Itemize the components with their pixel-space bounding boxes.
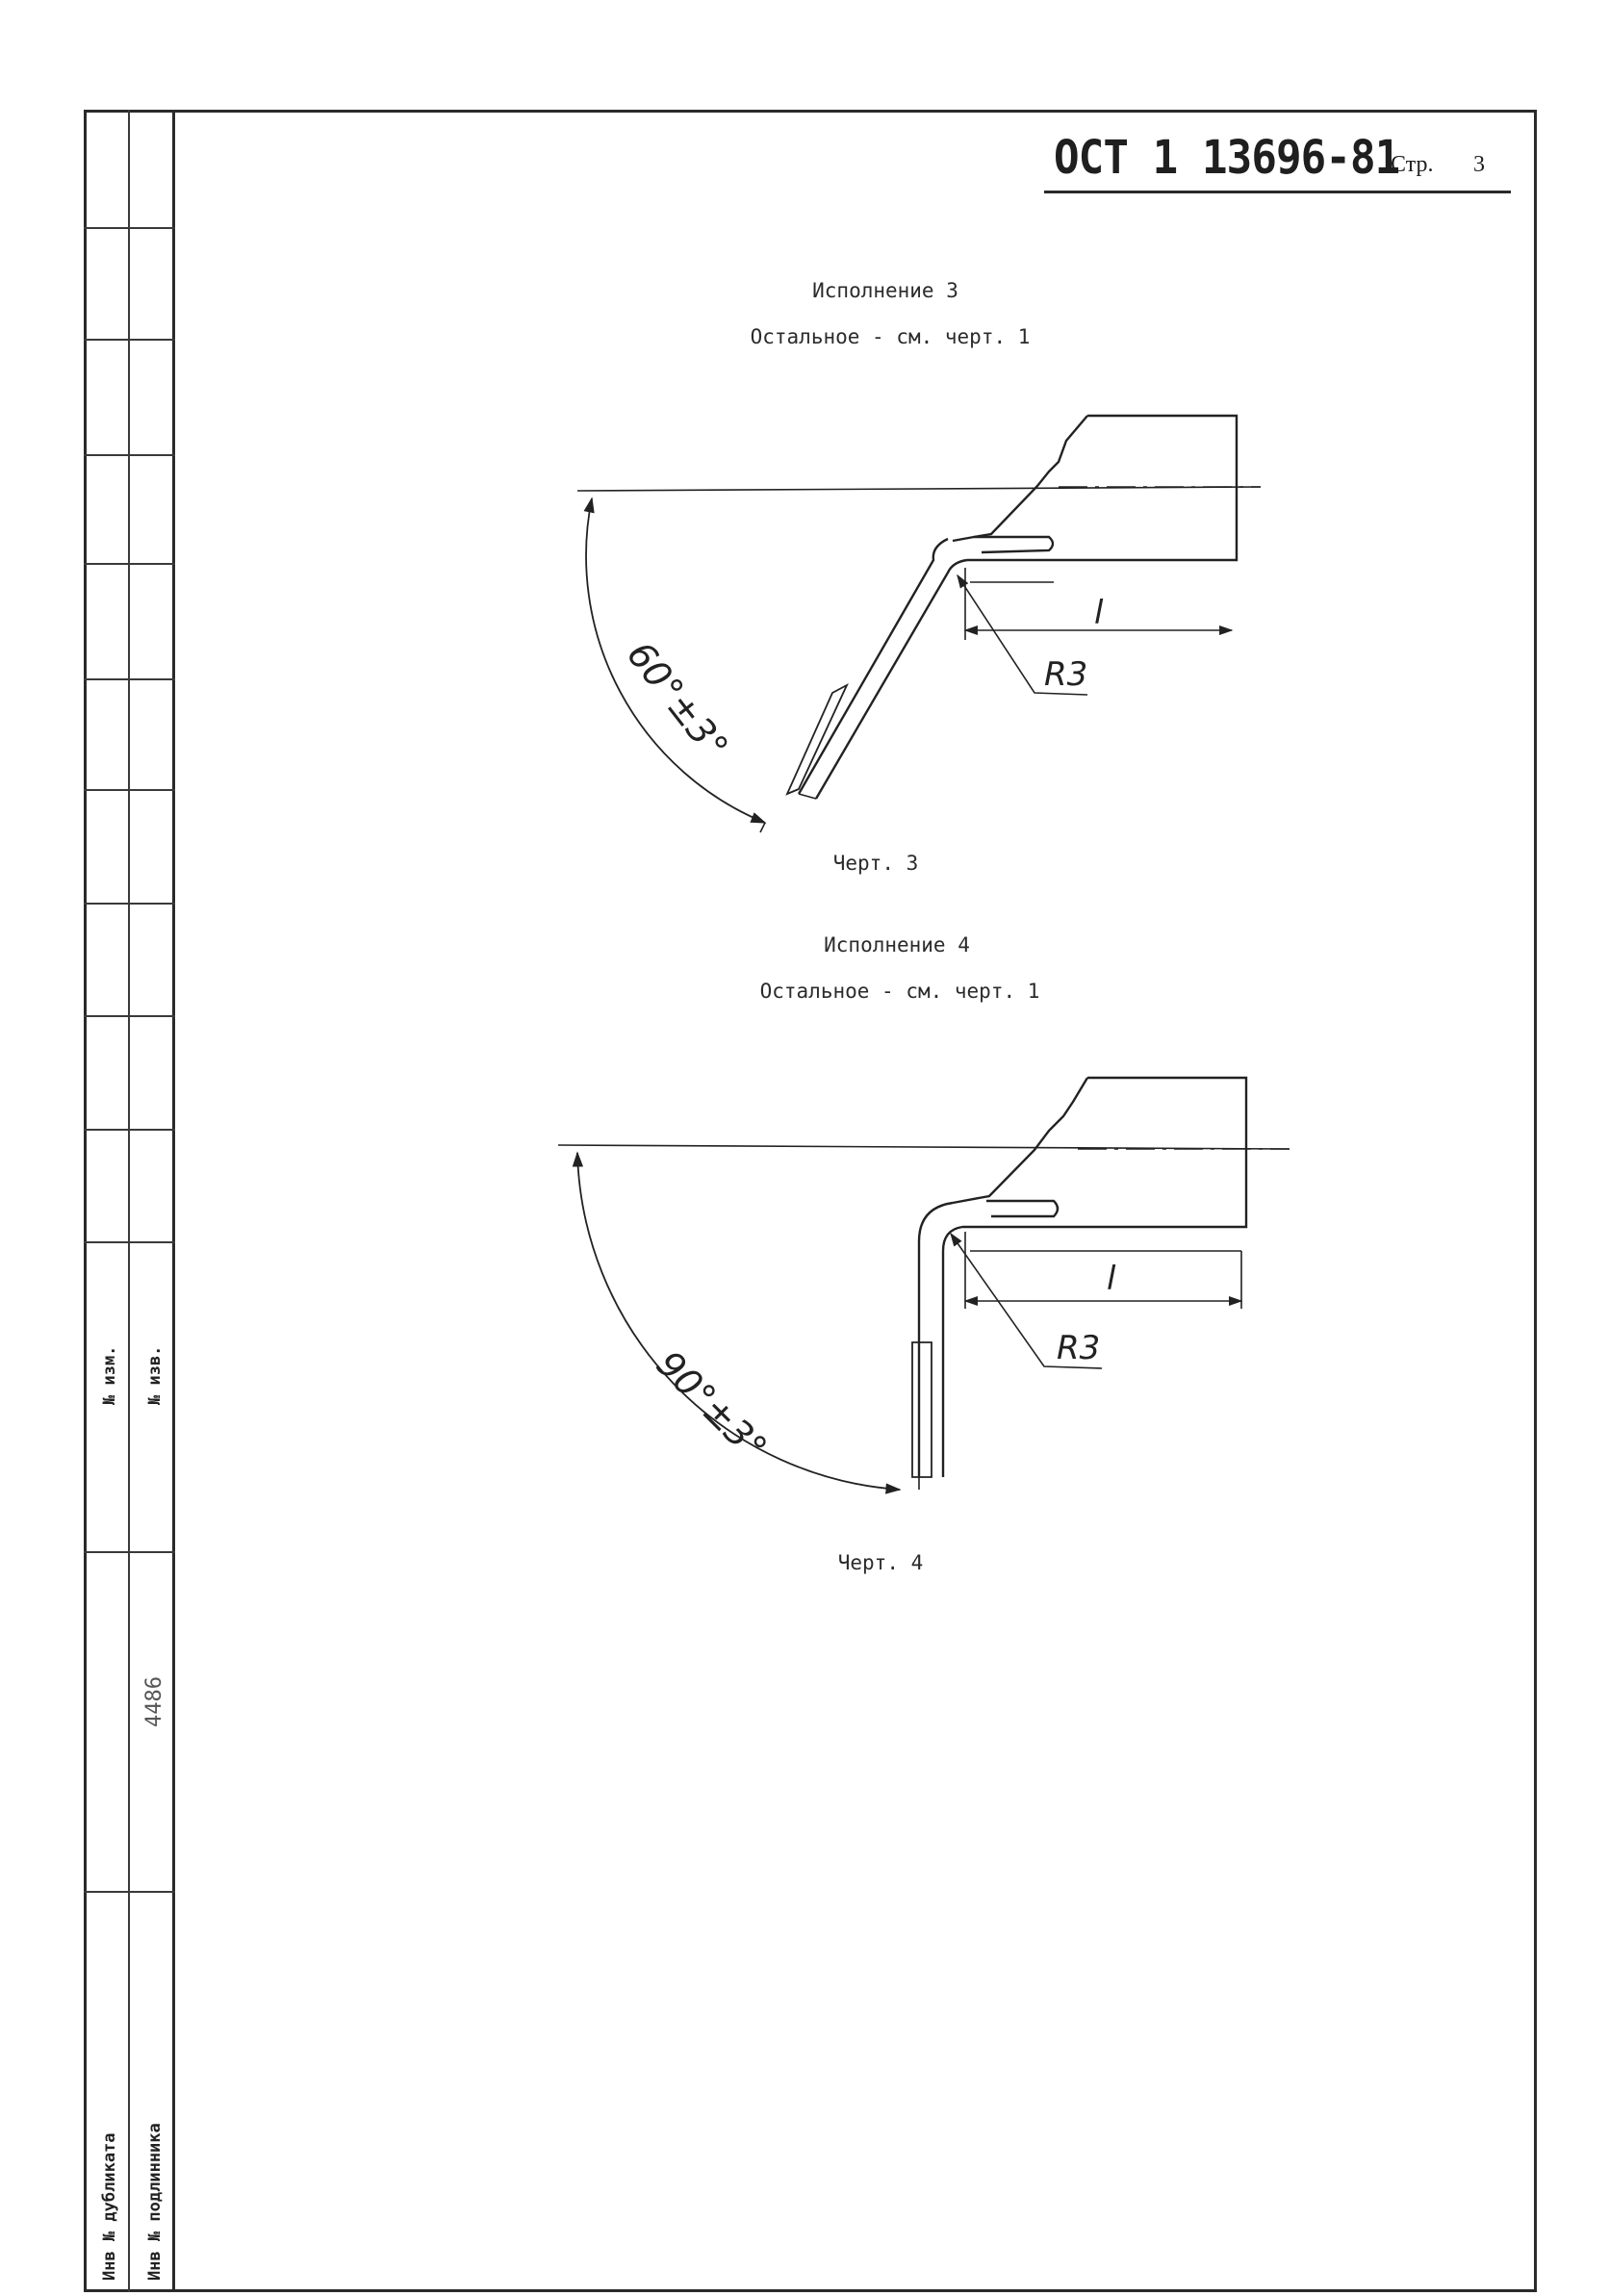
variant3-length-label: l [1094,594,1104,632]
side-strip-line [84,1015,175,1017]
drawing-variant3 [576,414,1262,833]
drawing-variant4 [557,1076,1290,1494]
variant4-note: Остальное - см. черт. 1 [759,980,1040,1003]
side-strip-line [84,227,175,229]
side-strip-line [84,678,175,680]
side-strip-line [84,563,175,565]
document-code: ОСТ 1 13696-81 [1054,131,1400,185]
variant4-angle-label: 90°±3° [649,1342,776,1469]
side-strip-line [84,339,175,341]
side-stamp-strip [84,110,175,2292]
variant3-radius-label: R3 [1044,655,1087,694]
variant4-caption: Черт. 4 [837,1551,924,1574]
variant4-radius-label: R3 [1057,1329,1100,1367]
variant3-title: Исполнение 3 [812,279,958,302]
page-frame [84,110,1537,2292]
page-label: Стр. [1391,152,1434,177]
side-strip-line [84,1241,175,1243]
side-strip-line [84,454,175,456]
side-strip-line [84,903,175,905]
variant3-note: Остальное - см. черт. 1 [750,325,1031,348]
variant3-caption: Черт. 3 [832,852,919,875]
side-strip-line [84,789,175,791]
side-strip-line [84,1891,175,1893]
side-strip-line [84,1129,175,1131]
document-header: ОСТ 1 13696-81 Стр. 3 [1044,131,1511,193]
variant4-length-label: l [1107,1260,1116,1298]
side-strip-line [84,1551,175,1553]
side-strip-divider [128,110,130,2292]
variant3-angle-label: 60°±3° [619,633,736,767]
page-number: 3 [1473,152,1485,177]
variant4-title: Исполнение 4 [824,933,970,957]
